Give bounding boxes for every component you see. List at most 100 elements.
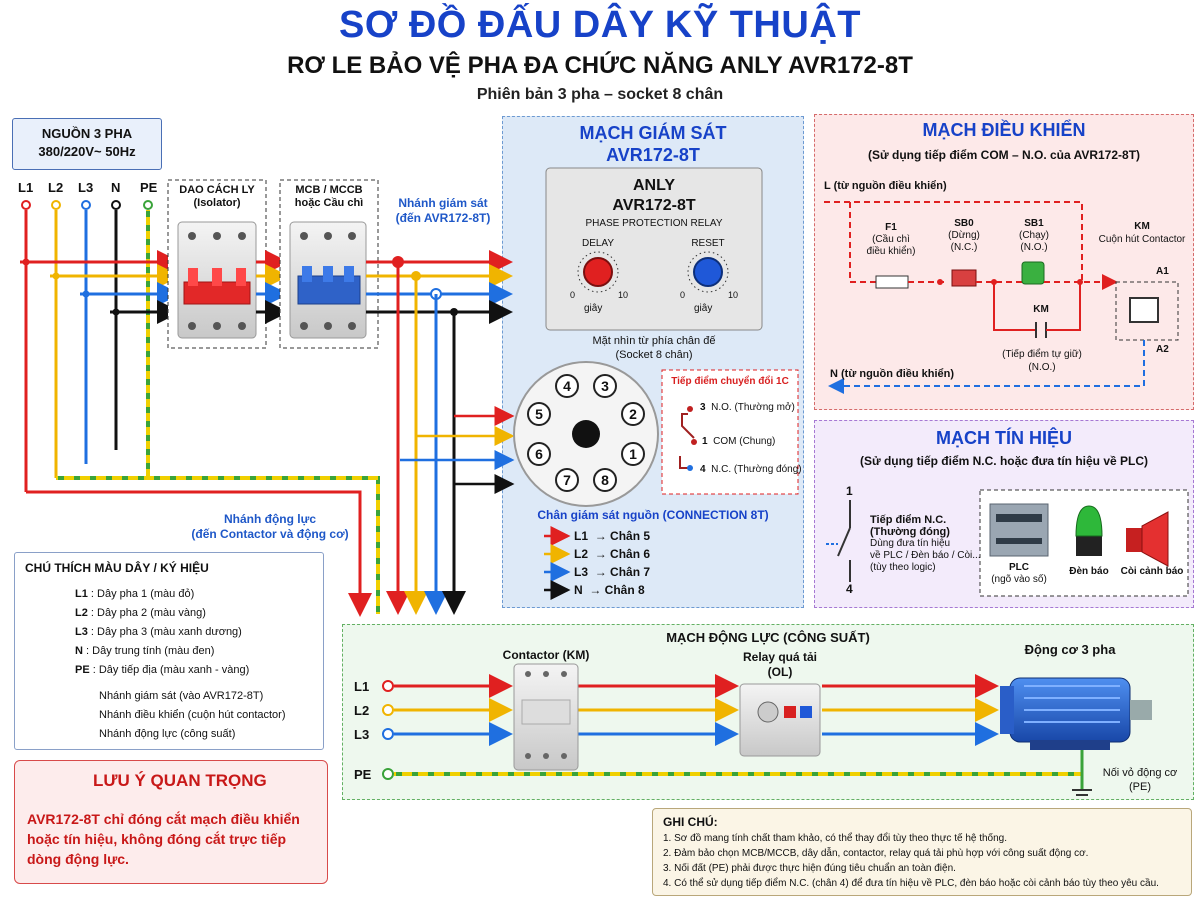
control-n-source: N (từ nguồn điều khiển) bbox=[830, 368, 955, 380]
delay-label: DELAY bbox=[581, 238, 615, 249]
legend-arrow-power: Nhánh động lực (công suất) bbox=[99, 728, 236, 740]
legend-item-l1: L1 : Dây pha 1 (màu đỏ) bbox=[75, 588, 195, 600]
reset-label: RESET bbox=[691, 238, 725, 249]
socket-pin-3[interactable]: 3 bbox=[593, 374, 617, 398]
label-l3: L3 bbox=[78, 180, 94, 195]
delay-max: 10 bbox=[618, 290, 629, 300]
relay-desc: PHASE PROTECTION RELAY bbox=[585, 218, 723, 229]
terminal-l3[interactable] bbox=[81, 200, 91, 210]
nc-contact-symbol bbox=[826, 500, 851, 582]
socket-pin-7[interactable]: 7 bbox=[555, 468, 579, 492]
control-panel bbox=[814, 114, 1194, 410]
motor-label: Động cơ 3 pha bbox=[1024, 642, 1116, 657]
source-terminals bbox=[21, 200, 153, 210]
reset-knob[interactable] bbox=[693, 257, 723, 287]
contact-no: 3 N.O. (Thường mở) bbox=[700, 402, 795, 413]
legend-item-pe: PE : Dây tiếp địa (màu xanh - vàng) bbox=[75, 664, 250, 676]
warning-box: LƯU Ý QUAN TRỌNG AVR172-8T chỉ đóng cắt … bbox=[14, 760, 328, 884]
label-pe: PE bbox=[140, 180, 158, 195]
conn-title: Chân giám sát nguồn (CONNECTION 8T) bbox=[537, 508, 769, 522]
overload-label: Relay quá tải(OL) bbox=[742, 650, 818, 679]
source-box: NGUỒN 3 PHA 380/220V~ 50Hz bbox=[12, 118, 162, 170]
branch-monitor-label: Nhánh giám sát(đến AVR172-8T) bbox=[395, 196, 491, 225]
motor-pe-label: Nối vỏ động cơ(PE) bbox=[1102, 767, 1178, 793]
control-title: MẠCH ĐIỀU KHIỂN bbox=[922, 120, 1086, 140]
source-voltage: 380/220V~ 50Hz bbox=[38, 144, 136, 159]
terminal-l2[interactable] bbox=[51, 200, 61, 210]
sb1-label: SB1(Chạy)(N.O.) bbox=[1018, 218, 1049, 253]
signal-pin-bottom: 4 bbox=[846, 582, 853, 596]
reset-min: 0 bbox=[680, 290, 686, 300]
legend-item-l2: L2 : Dây pha 2 (màu vàng) bbox=[75, 607, 206, 619]
power-l1: L1 bbox=[354, 679, 370, 694]
contact-box bbox=[661, 369, 799, 495]
note-4: 4. Có thể sử dụng tiếp điểm N.C. (chân 4… bbox=[663, 878, 1159, 889]
socket-pin-1[interactable]: 1 bbox=[621, 442, 645, 466]
legend-arrow-monitor: Nhánh giám sát (vào AVR172-8T) bbox=[99, 690, 264, 702]
socket-pin-4[interactable]: 4 bbox=[555, 374, 579, 398]
notes-list: 1. Sơ đồ mang tính chất tham khảo, có th… bbox=[663, 831, 1159, 891]
conn-l3: L3 → Chân 7 bbox=[574, 565, 651, 579]
socket-pin-2[interactable]: 2 bbox=[621, 402, 645, 426]
power-l2: L2 bbox=[354, 703, 370, 718]
label-l1: L1 bbox=[18, 180, 34, 195]
power-l3: L3 bbox=[354, 727, 370, 742]
legend-title: CHÚ THÍCH MÀU DÂY / KÝ HIỆU bbox=[25, 561, 209, 575]
conn-l2: L2 → Chân 6 bbox=[574, 547, 651, 561]
sb0-button[interactable] bbox=[951, 269, 977, 287]
signal-title: MẠCH TÍN HIỆU bbox=[936, 428, 1072, 448]
socket-pin-5[interactable]: 5 bbox=[527, 402, 551, 426]
contact-title: Tiếp điểm chuyển đổi 1C bbox=[671, 376, 789, 387]
socket-8pin bbox=[513, 361, 659, 507]
km-hold-label: (Tiếp điểm tự giữ)(N.O.) bbox=[1002, 349, 1082, 373]
sb0-label: SB0(Dừng)(N.C.) bbox=[948, 218, 980, 253]
page-title: SƠ ĐỒ ĐẤU DÂY KỸ THUẬT bbox=[339, 4, 861, 46]
socket-pin-6[interactable]: 6 bbox=[527, 442, 551, 466]
km-coil bbox=[1129, 297, 1159, 323]
relay-model: AVR172-8T bbox=[612, 197, 696, 214]
isolator-label: DAO CÁCH LY(Isolator) bbox=[179, 184, 255, 209]
delay-knob[interactable] bbox=[583, 257, 613, 287]
socket-pin-8[interactable]: 8 bbox=[593, 468, 617, 492]
terminal-l1[interactable] bbox=[21, 200, 31, 210]
legend-item-n: N : Dây trung tính (màu đen) bbox=[75, 645, 215, 657]
note-3: 3. Nối đất (PE) phải được thực hiện đúng… bbox=[663, 863, 956, 874]
a1-label: A1 bbox=[1156, 266, 1169, 277]
mcb-device[interactable] bbox=[289, 221, 367, 339]
conn-n: N → Chân 8 bbox=[574, 583, 645, 597]
plc-label: PLC(ngõ vào số) bbox=[991, 562, 1047, 585]
contact-nc: 4 N.C. (Thường đóng) bbox=[700, 464, 802, 475]
notes-box: GHI CHÚ: 1. Sơ đồ mang tính chất tham kh… bbox=[652, 808, 1192, 896]
branch-power-label: Nhánh động lực(đến Contactor và động cơ) bbox=[191, 512, 349, 541]
signal-lamp bbox=[1075, 505, 1103, 556]
nc-contact-label: Tiếp điểm N.C. (Thường đóng) Dùng đưa tí… bbox=[870, 514, 981, 573]
overload-relay-device bbox=[739, 683, 821, 757]
sb1-button[interactable] bbox=[1021, 261, 1045, 285]
socket-view-label: Mặt nhìn từ phía chân đế(Socket 8 chân) bbox=[592, 335, 716, 361]
reset-unit: giây bbox=[694, 303, 713, 314]
avr-relay-front bbox=[545, 167, 763, 331]
terminal-n[interactable] bbox=[111, 200, 121, 210]
notes-title: GHI CHÚ: bbox=[663, 815, 718, 829]
power-title: MẠCH ĐỘNG LỰC (CÔNG SUẤT) bbox=[666, 630, 870, 645]
legend-item-l3: L3 : Dây pha 3 (màu xanh dương) bbox=[75, 626, 242, 638]
contact-com: 1 COM (Chung) bbox=[702, 436, 776, 447]
contactor-device bbox=[513, 663, 579, 771]
plc-device bbox=[989, 503, 1049, 557]
fuse-f1 bbox=[875, 275, 909, 289]
terminal-pe[interactable] bbox=[143, 200, 153, 210]
isolator-device[interactable] bbox=[177, 221, 257, 339]
legend-arrow-control: Nhánh điều khiển (cuộn hút contactor) bbox=[99, 709, 286, 721]
conn-l1: L1 → Chân 5 bbox=[574, 529, 651, 543]
relay-brand-block: ANLY AVR172-8T bbox=[546, 176, 762, 216]
source-title: NGUỒN 3 PHA bbox=[41, 126, 133, 141]
legend-box: CHÚ THÍCH MÀU DÂY / KÝ HIỆU L1 : Dây pha… bbox=[14, 552, 324, 750]
delay-unit: giây bbox=[584, 303, 603, 314]
note-1: 1. Sơ đồ mang tính chất tham khảo, có th… bbox=[663, 833, 1008, 844]
